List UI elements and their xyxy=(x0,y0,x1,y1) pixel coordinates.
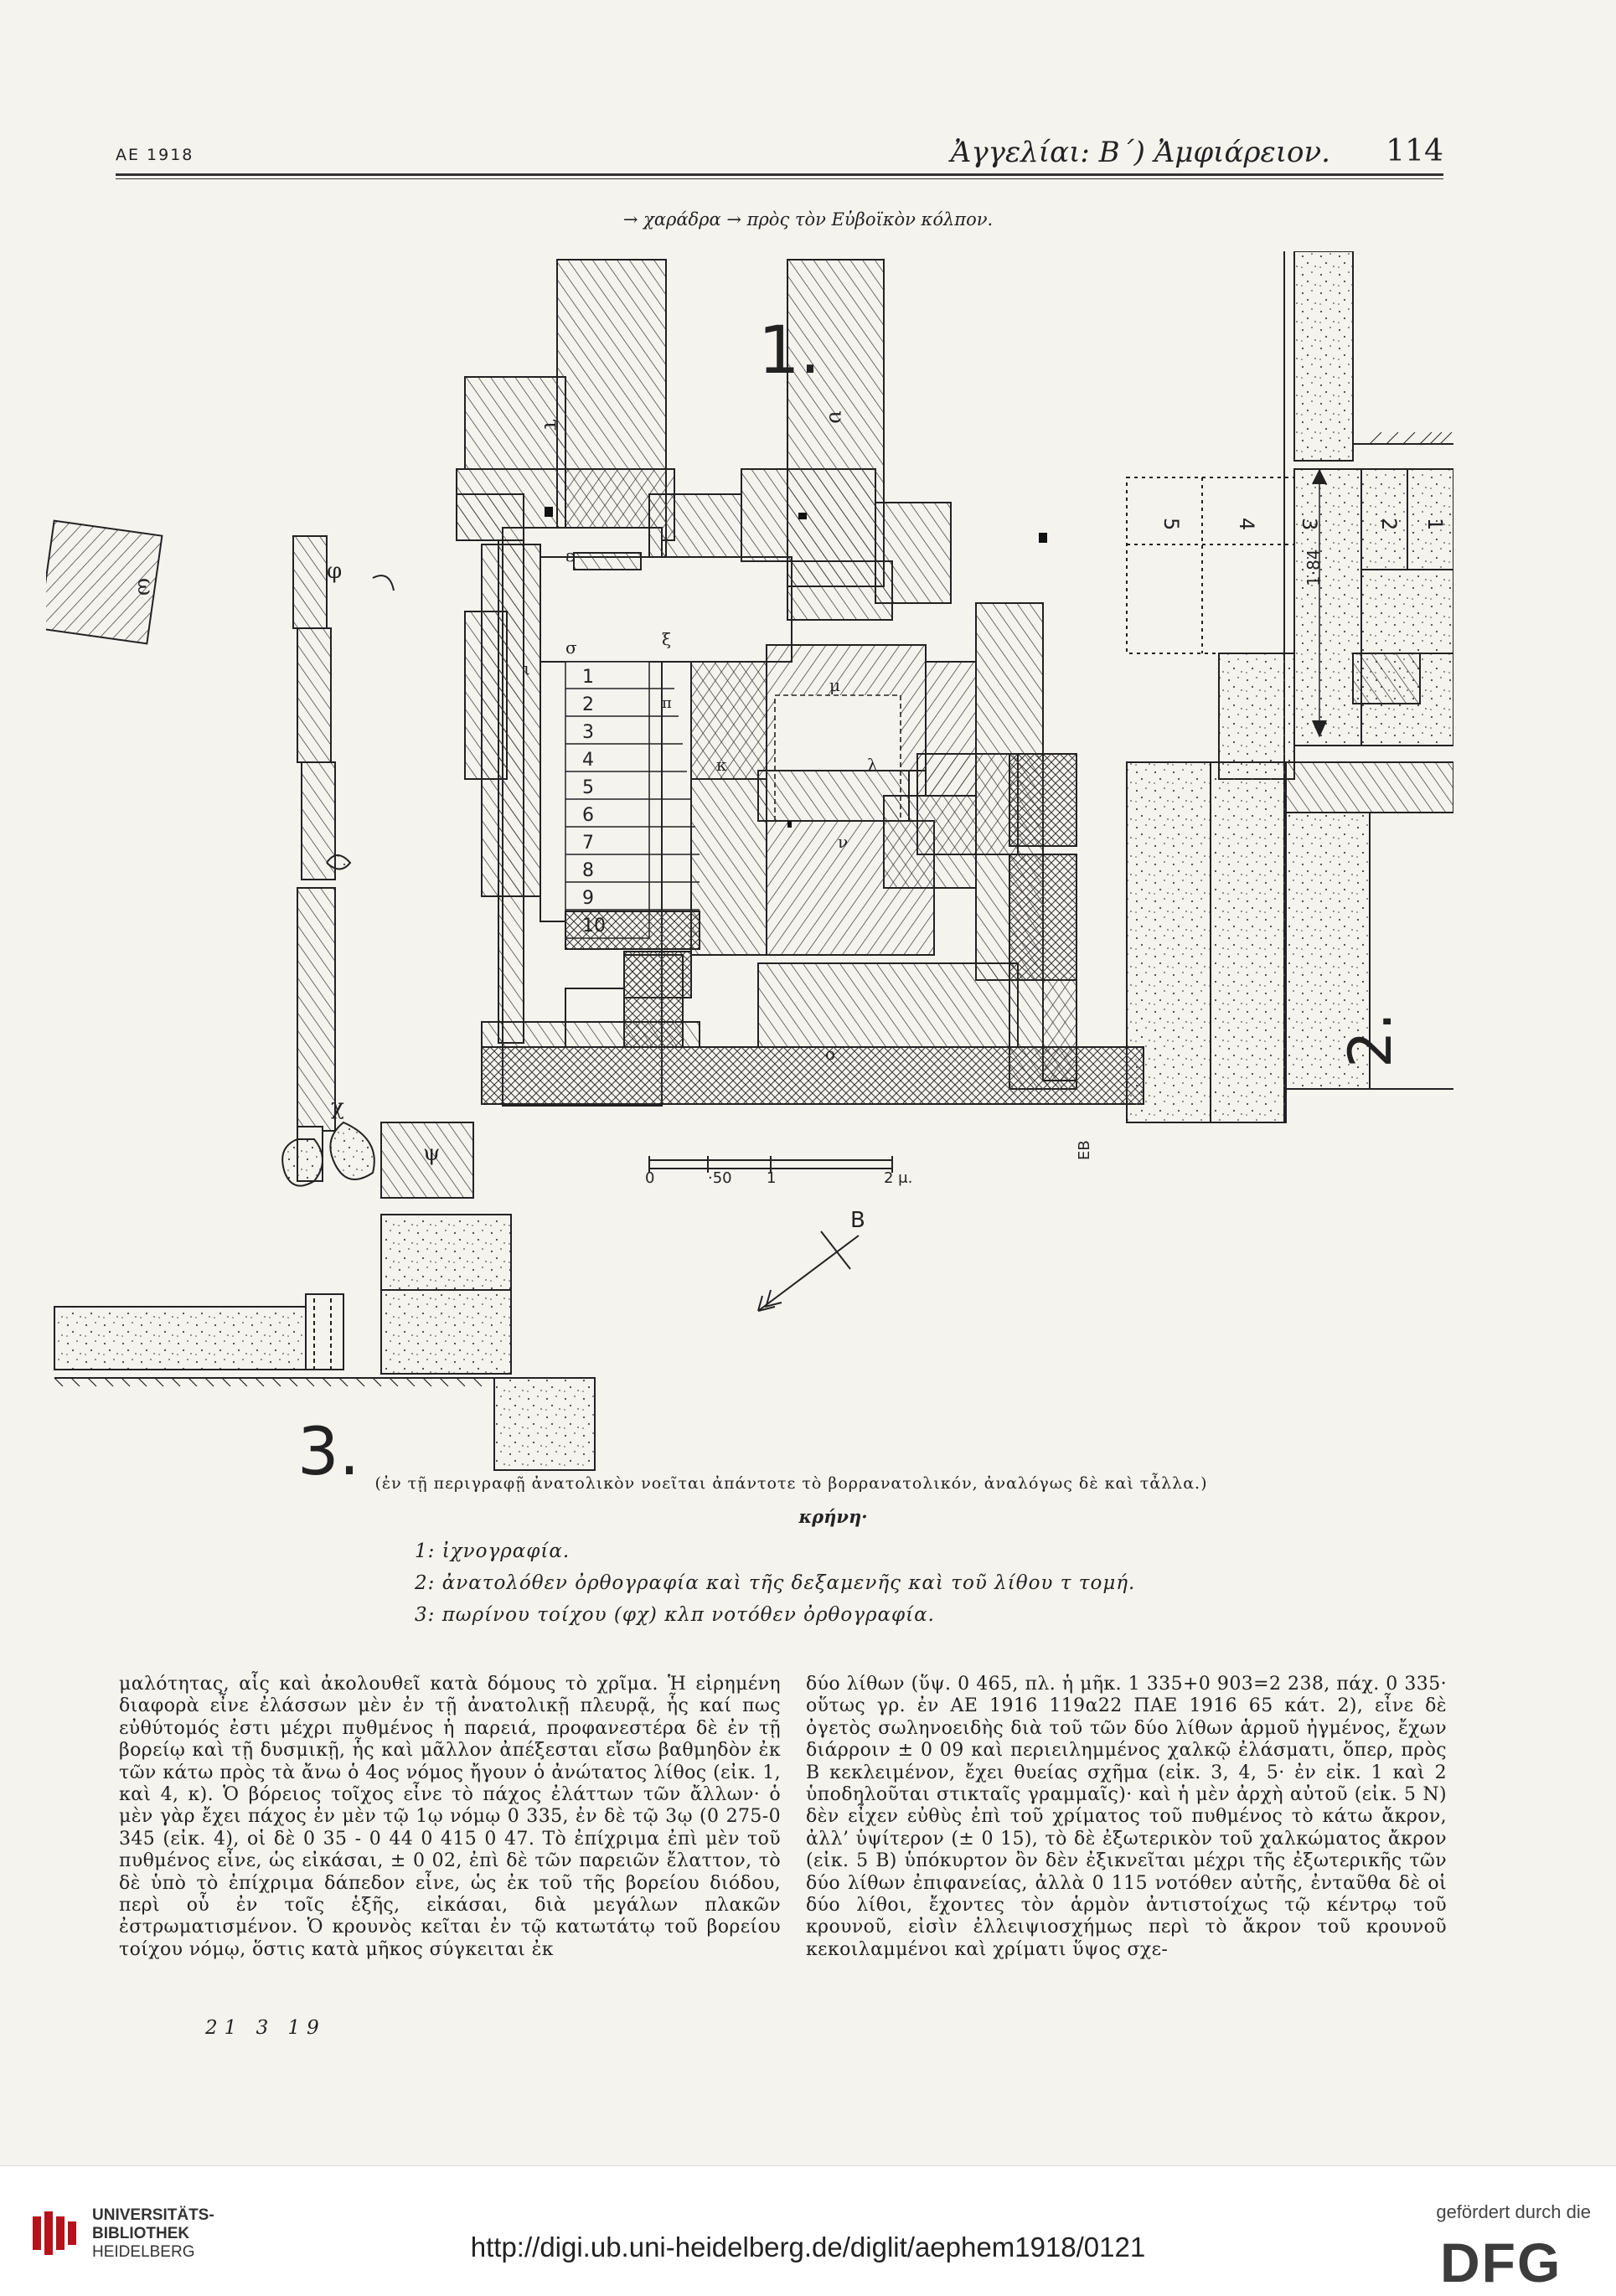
caption-item: 1: ἰχνογραφία. xyxy=(415,1540,571,1562)
letter-label: υ xyxy=(823,410,849,424)
page-number: 114 xyxy=(1386,134,1443,168)
journal-label: ΑΕ 1918 xyxy=(116,146,194,164)
step-number: 9 xyxy=(582,888,594,909)
scale-label: 2 μ. xyxy=(884,1169,912,1187)
library-line: HEIDELBERG xyxy=(92,2243,195,2261)
library-line: BIBLIOTHEK xyxy=(92,2225,190,2242)
figure-top-caption: → χαράδρα → πρὸς τὸν Εὐβοϊκὸν κόλπον. xyxy=(622,209,994,230)
step-number: 8 xyxy=(582,860,594,881)
step-number: 5 xyxy=(582,777,594,798)
step-number: 6 xyxy=(582,805,594,826)
plan-3 xyxy=(54,1214,596,1471)
section-label: 3 xyxy=(1298,518,1321,530)
caption-list: 1: ἰχνογραφία. 2: ἀνατολόθεν ὀρθογραφία … xyxy=(415,1540,1616,1636)
figure-captions: (ἐν τῇ περιγραφῇ ἀνατολικὸν νοεῖται ἀπάν… xyxy=(0,1474,1616,1636)
step-number: 7 xyxy=(582,833,594,854)
north-label: B xyxy=(850,1208,865,1233)
letter-label: ν xyxy=(838,832,848,852)
fountain-plan-figure: 1. 2. 3. 1 2 3 4 5 6 7 8 9 10 τ υ φ ω χ xyxy=(46,251,1453,1487)
section-label: 1 xyxy=(1423,518,1447,530)
text-column-right: δύο λίθων (ὕψ. 0 465, πλ. ἡ μῆκ. 1 335+0… xyxy=(806,1674,1447,1961)
orientation-note: (ἐν τῇ περιγραφῇ ἀνατολικὸν νοεῖται ἀπάν… xyxy=(374,1474,1208,1493)
letter-label: ο xyxy=(825,1044,835,1064)
letter-label: χ xyxy=(331,1095,344,1120)
permalink-url[interactable]: http://digi.ub.uni-heidelberg.de/diglit/… xyxy=(470,2232,1146,2262)
dfg-logo-icon: DFG xyxy=(1440,2232,1591,2290)
west-wall xyxy=(46,519,474,1199)
elevation-labels: 5 4 3 2 1 1·84 xyxy=(1159,518,1447,586)
paragraph: δύο λίθων (ὕψ. 0 465, πλ. ἡ μῆκ. 1 335+0… xyxy=(806,1674,1447,1960)
plan-labels: 1. 2. 3. 1 2 3 4 5 6 7 8 9 10 τ υ φ ω χ xyxy=(132,313,1447,1487)
step-numbers: 1 2 3 4 5 6 7 8 9 10 xyxy=(582,667,606,936)
paragraph: μαλότητας, αἷς καὶ ἀκολουθεῖ κατὰ δόμους… xyxy=(119,1674,781,1960)
captions-heading: κρήνη· xyxy=(798,1506,868,1527)
letter-label: μ xyxy=(829,675,840,695)
plan-2-number: 2. xyxy=(1336,1012,1405,1068)
library-line: UNIVERSITÄTS- xyxy=(92,2206,214,2224)
section-label: 2 xyxy=(1377,518,1401,530)
letter-labels: τ υ φ ω χ ψ ε σ ξ π ι κ λ μ ν ο xyxy=(132,410,878,1166)
scale-label: ·50 xyxy=(708,1169,732,1187)
caption-item: 3: πωρίνου τοίχου (φχ) κλπ νοτόθεν ὀρθογ… xyxy=(415,1604,935,1626)
funding-caption: gefördert durch die xyxy=(1436,2201,1591,2222)
plan-2 xyxy=(1126,251,1453,1123)
caption-item: 2: ἀνατολόθεν ὀρθογραφία καὶ τῆς δεξαμεν… xyxy=(415,1572,1136,1594)
letter-label: σ xyxy=(565,637,577,658)
step-lines xyxy=(565,688,700,911)
running-title: Ἀγγελίαι: Β΄) Ἀμφιάρειον. xyxy=(950,136,1330,169)
step-number: 2 xyxy=(582,694,594,715)
header-rule-thin xyxy=(116,178,1443,179)
plan-1-stone-marks xyxy=(545,507,1047,828)
plan-3-number: 3. xyxy=(297,1415,359,1487)
step-number: 1 xyxy=(582,667,594,688)
scale-label: 0 xyxy=(645,1169,654,1187)
text-column-left: μαλότητας, αἷς καὶ ἀκολουθεῖ κατὰ δόμους… xyxy=(119,1674,781,1961)
dimension-label: 1·84 xyxy=(1304,549,1324,586)
letter-label: τ xyxy=(539,419,564,431)
letter-label: π xyxy=(662,694,672,712)
dfg-wordmark: DFG xyxy=(1440,2232,1562,2290)
step-number: 4 xyxy=(582,750,594,771)
library-name: UNIVERSITÄTS- BIBLIOTHEK HEIDELBERG xyxy=(92,2206,214,2262)
step-number: 10 xyxy=(582,916,606,936)
step-number: 3 xyxy=(582,722,594,743)
letter-label: ι xyxy=(524,658,530,678)
plan-1-number: 1. xyxy=(758,313,820,389)
scale-label: 1 xyxy=(767,1169,776,1187)
university-library-logo-icon xyxy=(29,2208,80,2258)
letter-label: φ xyxy=(327,559,342,584)
letter-label: ε xyxy=(565,545,574,565)
letter-label: κ xyxy=(716,755,727,775)
signature-date: 21 3 19 xyxy=(205,2017,326,2039)
header-rule-thick xyxy=(116,173,1443,176)
letter-label: ξ xyxy=(662,629,671,649)
letter-label: ω xyxy=(132,578,157,596)
plan-1 xyxy=(456,259,1144,1107)
scale-bar xyxy=(648,1156,893,1173)
running-header: ΑΕ 1918 Ἀγγελίαι: Β΄) Ἀμφιάρειον. 114 xyxy=(116,134,1443,173)
letter-label: λ xyxy=(867,755,878,775)
north-arrow xyxy=(757,1231,860,1312)
section-label: 4 xyxy=(1235,518,1258,530)
scale-labels: 0 ·50 1 2 μ. xyxy=(645,1169,912,1187)
section-label: 5 xyxy=(1159,518,1183,530)
figure-mark: ΕΒ xyxy=(1076,1140,1093,1160)
digitization-footer: UNIVERSITÄTS- BIBLIOTHEK HEIDELBERG http… xyxy=(0,2165,1616,2296)
letter-label: ψ xyxy=(423,1141,440,1166)
